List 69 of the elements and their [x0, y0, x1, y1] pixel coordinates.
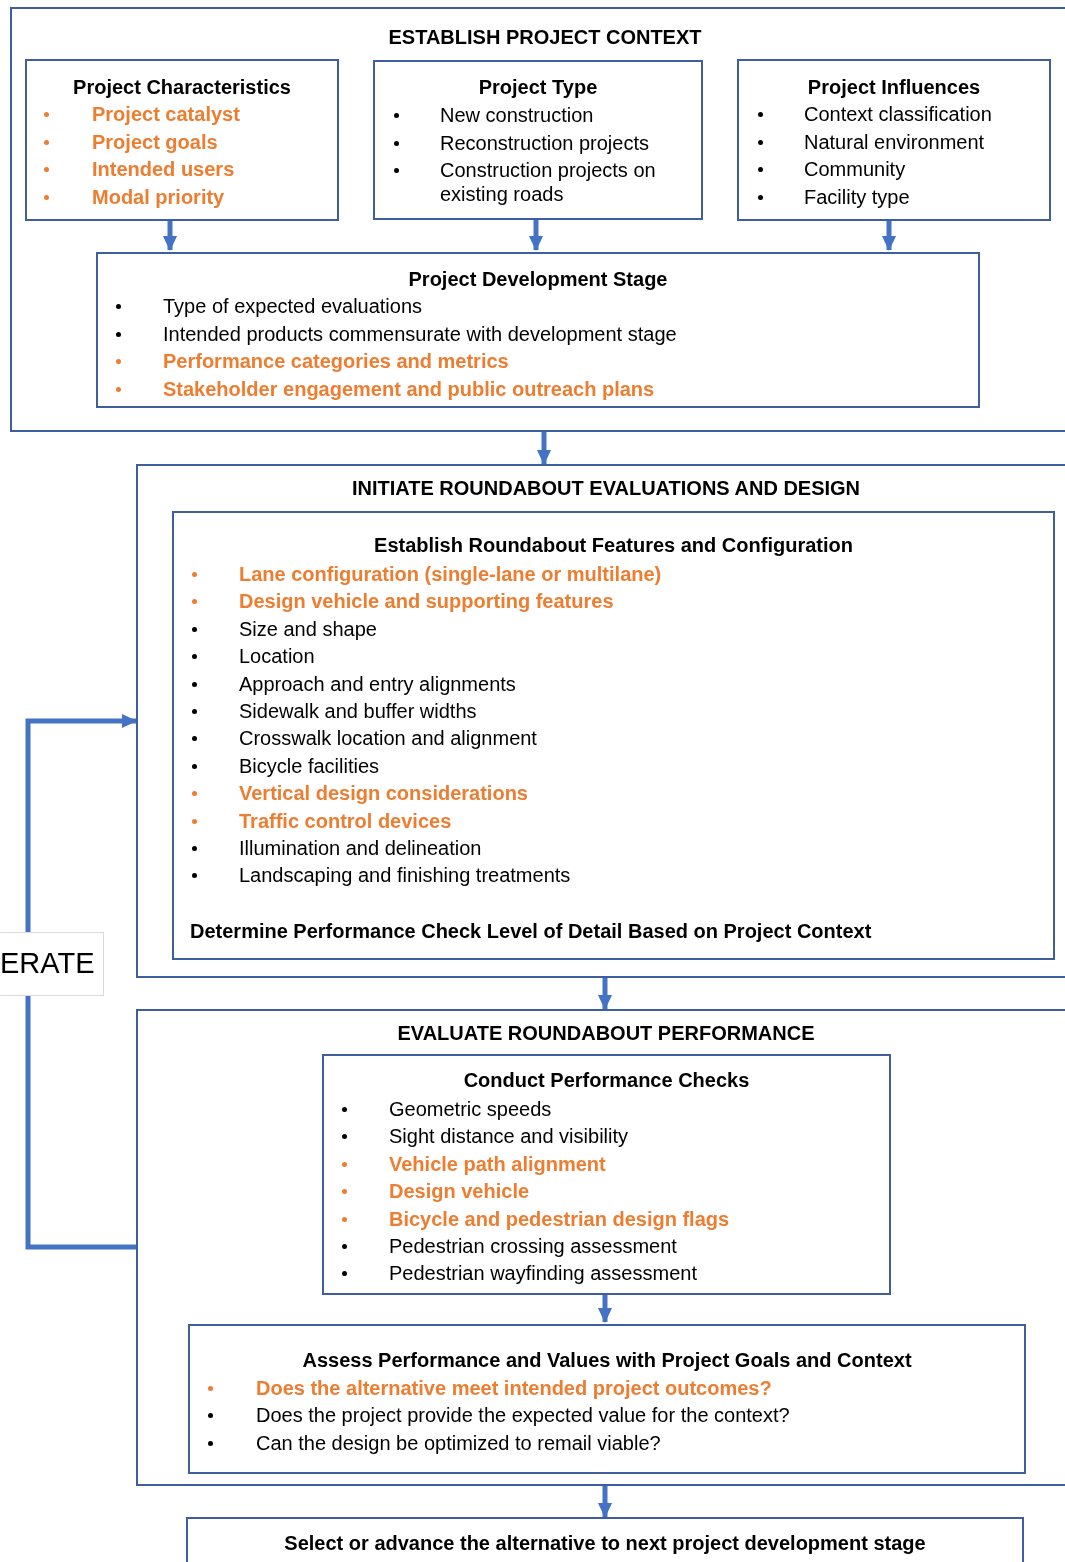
- list-item: Project catalyst: [92, 102, 241, 126]
- arrow: [163, 219, 177, 251]
- process-box: [96, 252, 980, 408]
- process-box: [172, 511, 1055, 960]
- arrow: [529, 218, 543, 251]
- list-item: Facility type: [804, 184, 911, 209]
- arrow: [598, 1486, 612, 1518]
- box-footer-text: Determine Performance Check Level of Detail Based on Project Context: [190, 919, 872, 943]
- arrow: [25, 714, 137, 1250]
- list-item: Illumination and delineation: [239, 836, 483, 860]
- section-heading: ESTABLISH PROJECT CONTEXT: [387, 25, 703, 49]
- list-item: Geometric speeds: [389, 1097, 553, 1121]
- section-panel: [136, 1009, 1065, 1486]
- process-box: [322, 1054, 891, 1295]
- list-item: Bicycle and pedestrian design flags: [389, 1206, 731, 1231]
- list-item: Project goals: [92, 129, 219, 154]
- list-item: Does the project provide the expected value for the context?: [256, 1403, 791, 1428]
- list-item: Size and shape: [239, 616, 378, 641]
- arrow: [598, 1293, 612, 1323]
- process-box: [186, 1517, 1024, 1562]
- list-item: Type of expected evaluations: [163, 294, 424, 318]
- list-item: Design vehicle and supporting features: [239, 589, 615, 614]
- section-heading: INITIATE ROUNDABOUT EVALUATIONS AND DESIGN: [350, 476, 862, 500]
- list-item: Approach and entry alignments: [239, 671, 517, 696]
- list-item: Modal priority: [92, 184, 226, 209]
- process-box: [373, 60, 703, 220]
- list-item: Vehicle path alignment: [389, 1151, 607, 1176]
- arrow: [598, 978, 612, 1010]
- list-item: Vertical design considerations: [239, 781, 529, 806]
- list-item: Community: [804, 157, 907, 181]
- list-item: Intended users: [92, 157, 236, 181]
- section-panel: [10, 7, 1065, 432]
- box-heading: Project Development Stage: [408, 267, 668, 291]
- section-panel: [136, 464, 1065, 978]
- box-heading: Project Type: [478, 75, 598, 99]
- section-heading: EVALUATE ROUNDABOUT PERFORMANCE: [396, 1021, 816, 1045]
- list-item: New construction: [440, 103, 595, 127]
- edge-label: ERATE: [0, 932, 104, 996]
- list-item: Location: [239, 644, 316, 669]
- list-item: Does the alternative meet intended project outcomes?: [256, 1376, 773, 1400]
- arrow: [537, 432, 551, 465]
- list-item: Crosswalk location and alignment: [239, 726, 538, 751]
- list-item: Stakeholder engagement and public outreach plans: [163, 376, 656, 401]
- arrow: [882, 219, 896, 251]
- list-item: Bicycle facilities: [239, 753, 381, 778]
- process-box: [188, 1324, 1026, 1474]
- box-heading: Assess Performance and Values with Project Goals and Context: [302, 1348, 912, 1372]
- process-box: [737, 59, 1051, 221]
- list-item: Pedestrian crossing assessment: [389, 1234, 678, 1258]
- list-item: Intended products commensurate with development stage: [163, 321, 678, 346]
- list-item: Landscaping and finishing treatments: [239, 863, 572, 888]
- list-item: Reconstruction projects: [440, 130, 650, 155]
- list-item: Lane configuration (single-lane or multilane): [239, 562, 663, 586]
- box-heading: Conduct Performance Checks: [463, 1068, 750, 1092]
- list-item: Pedestrian wayfinding assessment: [389, 1261, 698, 1286]
- list-item: Can the design be optimized to remail viable?: [256, 1430, 662, 1455]
- list-item: Sidewalk and buffer widths: [239, 699, 478, 723]
- box-heading: Select or advance the alternative to next project development stage: [284, 1531, 926, 1555]
- box-heading: Project Influences: [807, 75, 981, 99]
- list-item: Performance categories and metrics: [163, 349, 510, 373]
- list-item: Sight distance and visibility: [389, 1124, 629, 1149]
- list-item: Design vehicle: [389, 1179, 531, 1204]
- process-box: [25, 59, 339, 221]
- box-heading: Project Characteristics: [73, 75, 291, 99]
- list-item: Natural environment: [804, 129, 986, 154]
- list-item: Construction projects on existing roads: [440, 158, 657, 206]
- list-item: Traffic control devices: [239, 808, 453, 833]
- box-heading: Establish Roundabout Features and Configuration: [374, 533, 853, 557]
- list-item: Context classification: [804, 102, 993, 126]
